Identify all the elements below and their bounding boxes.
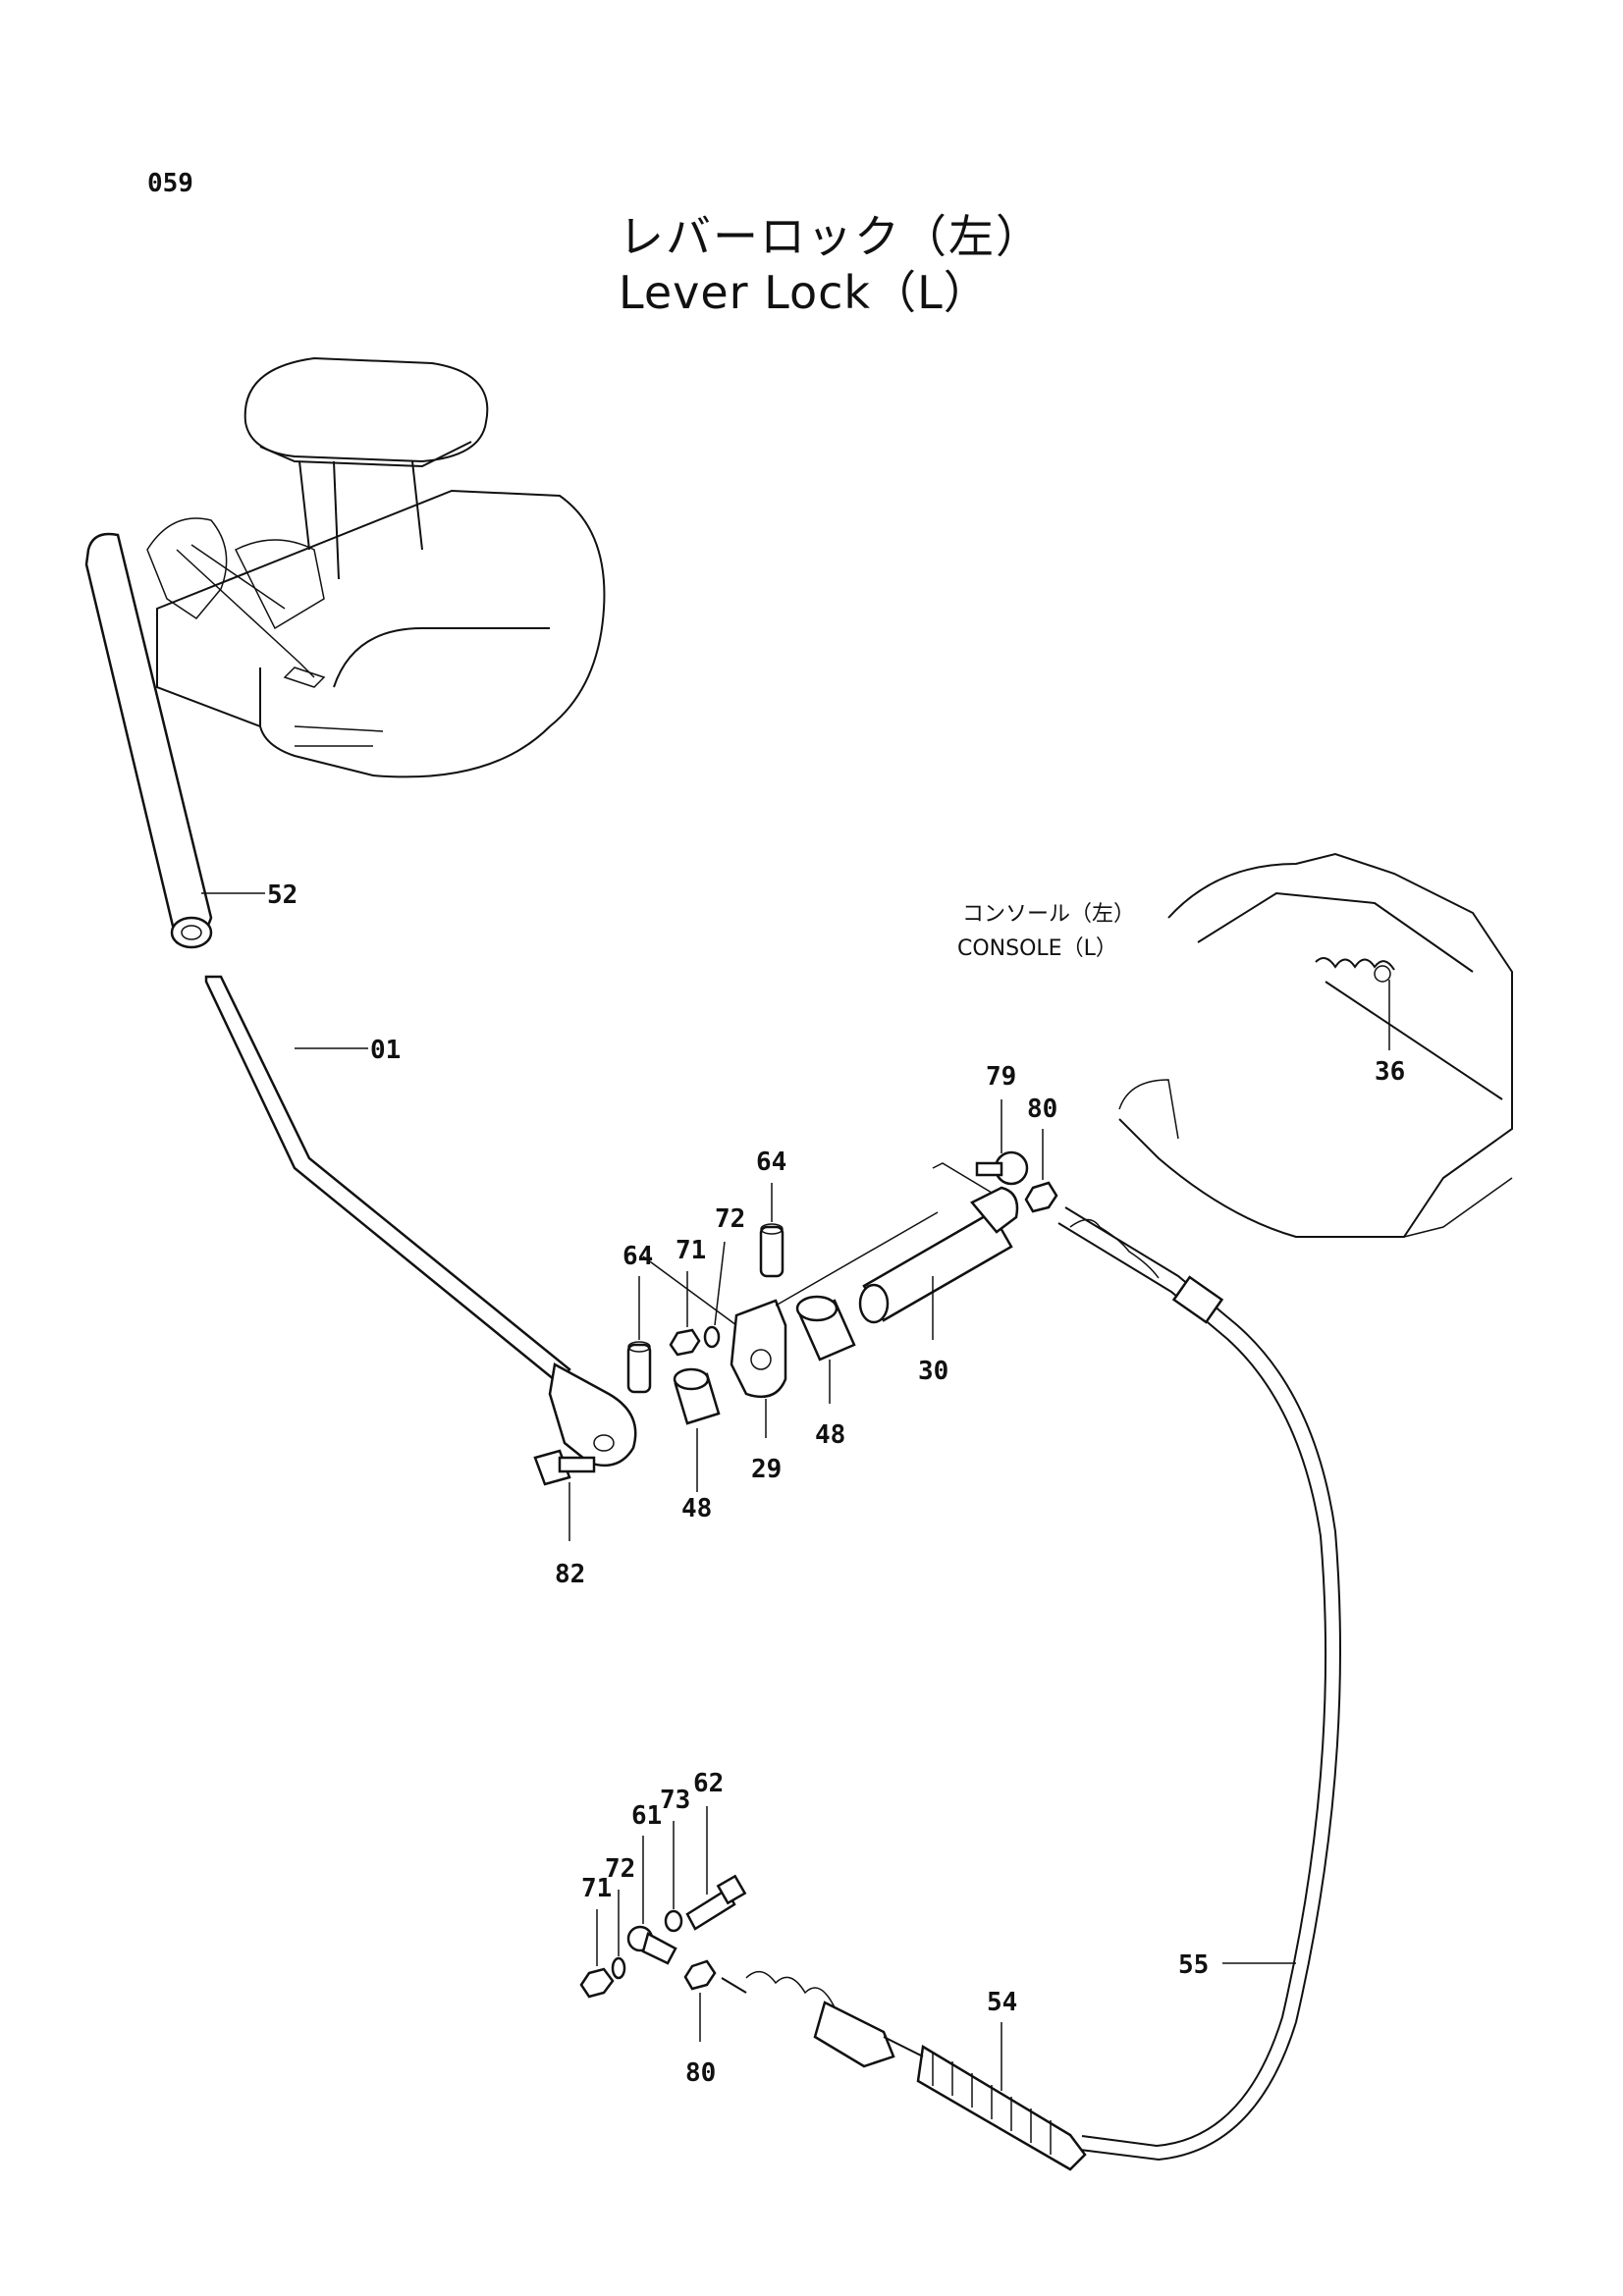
part-55-cable	[1057, 1206, 1341, 2162]
title-english: Lever Lock（L）	[619, 266, 990, 319]
callout-36: 36	[1375, 1057, 1405, 1087]
callout-82: 82	[555, 1560, 585, 1589]
callout-79: 79	[986, 1062, 1016, 1092]
part-72-washer-upper	[703, 1325, 721, 1349]
part-29-cam-plate	[642, 1211, 939, 1399]
callout-64b: 64	[756, 1148, 786, 1177]
callout-48b: 48	[815, 1420, 845, 1450]
callout-30: 30	[918, 1357, 948, 1386]
console-left-illustration	[1118, 852, 1513, 1238]
callout-29: 29	[751, 1455, 782, 1484]
callout-80a: 80	[1027, 1095, 1057, 1124]
part-71-nut-lower	[579, 1967, 615, 1999]
callout-71b: 71	[581, 1874, 612, 1903]
callout-72b: 72	[605, 1854, 635, 1884]
callout-80b: 80	[685, 2058, 716, 2088]
callout-71a: 71	[676, 1236, 706, 1265]
part-36-spring	[1315, 957, 1395, 983]
console-label-english: CONSOLE（L）	[957, 936, 1117, 961]
callout-01: 01	[370, 1036, 401, 1065]
lower-cable-end	[721, 1970, 924, 2068]
callout-73: 73	[660, 1786, 690, 1815]
part-52-grip	[84, 532, 213, 949]
callout-62: 62	[693, 1769, 724, 1798]
callout-55: 55	[1178, 1950, 1209, 1980]
part-73-washer	[664, 1909, 683, 1933]
callout-54: 54	[987, 1988, 1017, 2017]
part-48-bushing-right	[795, 1295, 856, 1362]
part-80-nut-lower	[683, 1959, 717, 1991]
part-80-nut-upper	[1024, 1181, 1058, 1213]
part-64-pin-upper	[759, 1223, 784, 1278]
part-48-bushing-left	[673, 1367, 721, 1425]
callout-61: 61	[631, 1801, 662, 1831]
part-82-bolt	[533, 1449, 596, 1486]
title-japanese: レバーロック（左）	[619, 210, 1043, 263]
part-71-nut-upper	[669, 1328, 701, 1357]
callout-64a: 64	[622, 1242, 653, 1271]
callout-52: 52	[267, 881, 298, 910]
console-label-japanese: コンソール（左）	[962, 902, 1135, 927]
part-61-rod-end	[626, 1925, 677, 1965]
callout-48a: 48	[681, 1494, 712, 1523]
page-code: 059	[147, 169, 193, 198]
part-01-lever-rod	[204, 975, 637, 1468]
callout-72a: 72	[715, 1204, 745, 1234]
part-62-bolt	[685, 1874, 747, 1931]
machine-overview-illustration	[146, 356, 606, 778]
part-64-pin-left	[626, 1341, 652, 1394]
part-72-washer-lower	[611, 1956, 626, 1980]
part-30-shaft	[858, 1162, 1019, 1324]
part-54-adjuster	[916, 2044, 1087, 2171]
part-79-rod-end	[975, 1150, 1029, 1186]
